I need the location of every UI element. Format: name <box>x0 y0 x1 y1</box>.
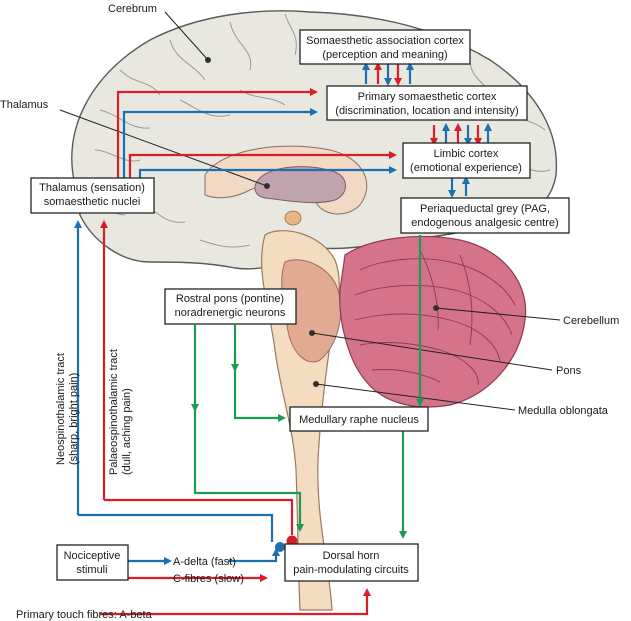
dorsal-horn-box: Dorsal horn pain-modulating circuits <box>284 543 419 582</box>
primary-cortex-line1: Primary somaesthetic cortex <box>358 91 497 103</box>
thalamus-nuclei-line2: somaesthetic nuclei <box>44 196 141 208</box>
nucleus-shape <box>284 210 302 226</box>
primary-cortex-line2: (discrimination, location and intensity) <box>335 105 518 117</box>
ascending-pathways-red <box>100 62 482 616</box>
palaeo-tract-line1: Palaeospinothalamic tract <box>108 349 120 475</box>
leader-lines <box>59 11 561 411</box>
thalamus-nuclei-box: Thalamus (sensation) somaesthetic nuclei <box>30 177 155 214</box>
dorsal-horn-line1: Dorsal horn <box>323 550 380 562</box>
pag-line2: endogenous analgesic centre) <box>411 217 558 229</box>
neo-tract-line2: (sharp, bright pain) <box>68 373 80 465</box>
medulla-label: Medulla oblongata <box>518 405 609 417</box>
limbic-cortex-line1: Limbic cortex <box>434 148 499 160</box>
medullary-raphe-label: Medullary raphe nucleus <box>299 414 419 426</box>
primary-cortex-box: Primary somaesthetic cortex (discriminat… <box>326 85 528 121</box>
association-cortex-box: Somaesthetic association cortex (percept… <box>299 29 471 65</box>
thalamus-shape <box>254 166 346 204</box>
rostral-pons-box: Rostral pons (pontine) noradrenergic neu… <box>164 288 297 325</box>
nociceptive-line2: stimuli <box>76 564 107 576</box>
modulation-pathways-green <box>191 235 424 539</box>
dorsal-horn-line2: pain-modulating circuits <box>293 564 409 576</box>
pag-line1: Periaqueductal grey (PAG, <box>420 203 550 215</box>
rostral-pons-line2: noradrenergic neurons <box>175 307 286 319</box>
association-cortex-line2: (perception and meaning) <box>322 49 447 61</box>
neo-tract-line1: Neospinothalamic tract <box>55 353 67 465</box>
touch-fibres-label: Primary touch fibres: A-beta <box>16 609 153 621</box>
association-cortex-line1: Somaesthetic association cortex <box>306 35 464 47</box>
cerebellum-label: Cerebellum <box>563 315 619 327</box>
thalamus-nuclei-line1: Thalamus (sensation) <box>39 182 145 194</box>
medullary-raphe-box: Medullary raphe nucleus <box>289 406 429 432</box>
pag-box: Periaqueductal grey (PAG, endogenous ana… <box>400 197 570 234</box>
nociceptive-line1: Nociceptive <box>64 550 121 562</box>
limbic-cortex-line2: (emotional experience) <box>410 162 522 174</box>
neo-tract-label: Neospinothalamic tract (sharp, bright pa… <box>55 353 80 465</box>
cerebrum-label: Cerebrum <box>108 3 157 15</box>
cerebellum-shape <box>339 235 527 408</box>
limbic-cortex-box: Limbic cortex (emotional experience) <box>402 142 531 179</box>
a-delta-label: A-delta (fast) <box>173 556 236 568</box>
cerebellum-folia <box>354 249 516 386</box>
pons-label: Pons <box>556 365 582 377</box>
dorsal-horn-blue-junction <box>275 542 285 552</box>
thalamus-label: Thalamus <box>0 99 49 111</box>
neo-pathways-blue <box>74 62 492 565</box>
palaeo-tract-line2: (dull, aching pain) <box>121 388 133 475</box>
nociceptive-stimuli-box: Nociceptive stimuli <box>56 544 129 581</box>
rostral-pons-line1: Rostral pons (pontine) <box>176 293 284 305</box>
c-fibres-label: C-fibres (slow) <box>173 573 244 585</box>
palaeo-tract-label: Palaeospinothalamic tract (dull, aching … <box>108 349 133 475</box>
